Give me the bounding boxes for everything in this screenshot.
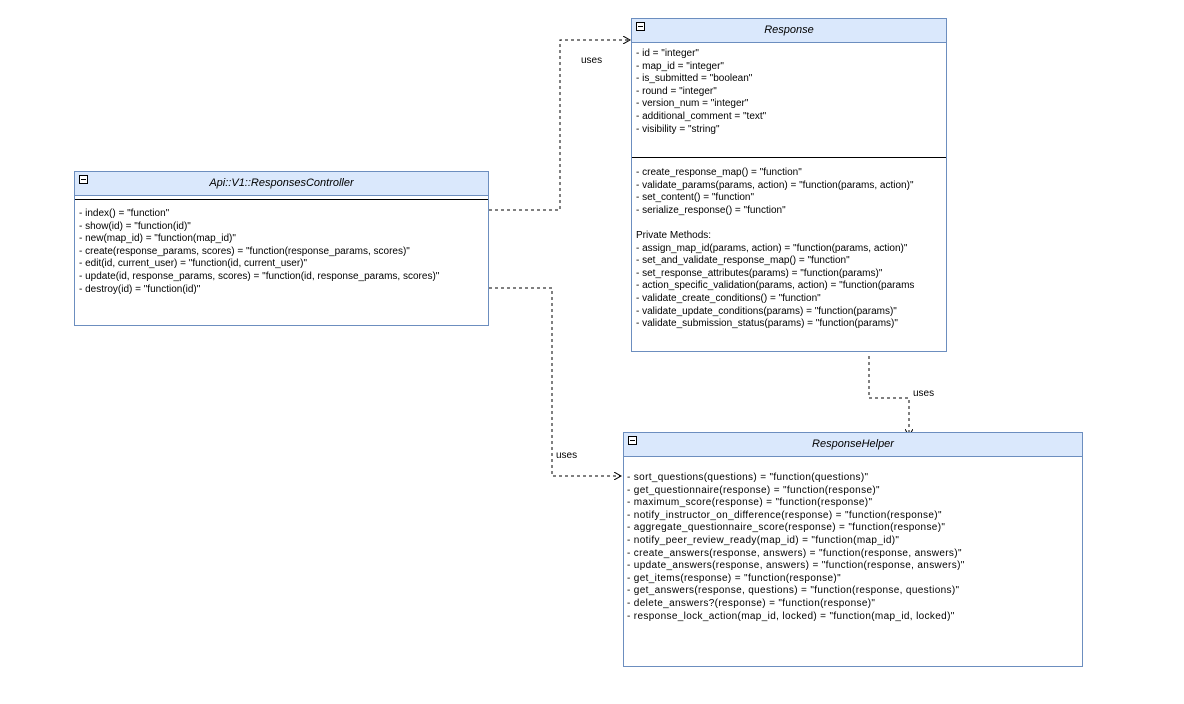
method-list: - index() = "function" - show(id) = "fun… — [79, 208, 486, 296]
attribute-item: - visibility = "string" — [636, 123, 720, 135]
method-item: - aggregate_questionnaire_score(response… — [627, 522, 946, 534]
method-item: - validate_params(params, action) = "fun… — [636, 179, 914, 191]
method-item: - new(map_id) = "function(map_id)" — [79, 233, 236, 245]
method-spacer — [636, 217, 944, 230]
private-method-item: - assign_map_id(params, action) = "funct… — [636, 242, 908, 254]
private-method-item: - validate_create_conditions() = "functi… — [636, 292, 821, 304]
edge-controller-to-response — [489, 40, 630, 211]
class-title: ResponseHelper — [812, 438, 894, 450]
attribute-item: - id = "integer" — [636, 48, 699, 59]
class-response[interactable]: Response - id = "integer" - map_id = "in… — [631, 18, 947, 352]
method-item: - edit(id, current_user) = "function(id,… — [79, 258, 308, 270]
class-title: Response — [764, 24, 814, 36]
class-header: ResponseHelper — [624, 433, 1082, 457]
edge-label-controller-response: uses — [581, 55, 603, 66]
method-item: - update(id, response_params, scores) = … — [79, 270, 440, 282]
method-item: - response_lock_action(map_id, locked) =… — [627, 610, 955, 622]
method-item: - maximum_score(response) = "function(re… — [627, 497, 873, 509]
class-header: Response — [632, 19, 946, 43]
class-divider — [632, 157, 946, 158]
method-item: - show(id) = "function(id)" — [79, 220, 191, 232]
edge-label-controller-helper: uses — [556, 450, 578, 461]
method-item: - notify_instructor_on_difference(respon… — [627, 509, 942, 521]
method-item: - create_answers(response, answers) = "f… — [627, 547, 962, 559]
class-response-helper[interactable]: ResponseHelper - sort_questions(question… — [623, 432, 1083, 667]
attribute-list: - id = "integer" - map_id = "integer" - … — [636, 48, 944, 136]
private-method-item: - action_specific_validation(params, act… — [636, 280, 915, 292]
method-item: - create(response_params, scores) = "fun… — [79, 245, 410, 257]
method-item: - delete_answers?(response) = "function(… — [627, 597, 876, 609]
attribute-item: - map_id = "integer" — [636, 60, 724, 72]
method-item: - destroy(id) = "function(id)" — [79, 283, 201, 295]
class-header: Api::V1::ResponsesController — [75, 172, 488, 196]
private-method-item: - validate_update_conditions(params) = "… — [636, 305, 897, 317]
method-item: - create_response_map() = "function" — [636, 167, 802, 178]
class-responses-controller[interactable]: Api::V1::ResponsesController - index() =… — [74, 171, 489, 326]
private-methods-heading: Private Methods: — [636, 229, 712, 241]
edge-label-response-helper: uses — [913, 388, 935, 399]
method-item: - serialize_response() = "function" — [636, 204, 786, 216]
method-item: - notify_peer_review_ready(map_id) = "fu… — [627, 534, 900, 546]
method-list: - sort_questions(questions) = "function(… — [627, 472, 1080, 623]
attribute-item: - round = "integer" — [636, 85, 717, 97]
collapse-icon[interactable] — [79, 175, 88, 184]
method-item: - get_answers(response, questions) = "fu… — [627, 585, 960, 597]
private-method-item: - set_response_attributes(params) = "fun… — [636, 267, 883, 279]
private-method-item: - validate_submission_status(params) = "… — [636, 318, 898, 330]
method-item: - index() = "function" — [79, 208, 170, 219]
attribute-item: - additional_comment = "text" — [636, 110, 767, 122]
method-item: - get_questionnaire(response) = "functio… — [627, 484, 880, 496]
attribute-item: - is_submitted = "boolean" — [636, 73, 753, 85]
edge-response-to-helper — [868, 356, 909, 436]
attribute-item: - version_num = "integer" — [636, 98, 749, 110]
class-divider — [75, 199, 488, 200]
method-item: - get_items(response) = "function(respon… — [627, 572, 841, 584]
edge-controller-to-helper — [489, 287, 621, 476]
method-item: - sort_questions(questions) = "function(… — [627, 472, 869, 483]
class-title: Api::V1::ResponsesController — [209, 177, 354, 189]
private-method-item: - set_and_validate_response_map() = "fun… — [636, 255, 850, 267]
collapse-icon[interactable] — [636, 22, 645, 31]
method-item: - update_answers(response, answers) = "f… — [627, 560, 965, 572]
method-list: - create_response_map() = "function" - v… — [636, 167, 944, 331]
method-item: - set_content() = "function" — [636, 192, 754, 204]
collapse-icon[interactable] — [628, 436, 637, 445]
